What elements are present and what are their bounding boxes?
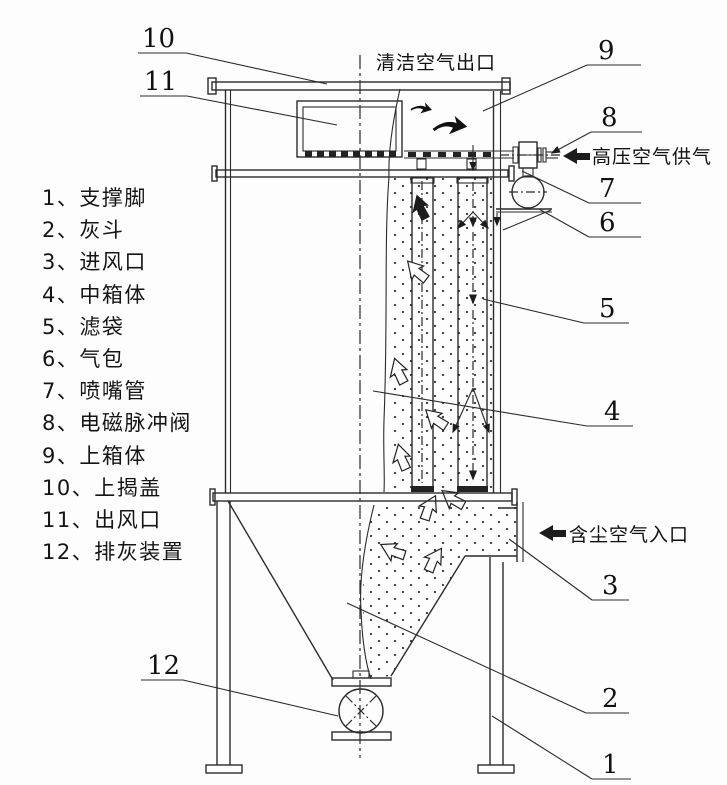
svg-text:8: 8 (601, 103, 618, 133)
support-leg-left (205, 501, 243, 774)
callout-11: 11 (140, 67, 338, 126)
legend-item: 10、上揭盖 (42, 475, 162, 500)
lower-flange-band (209, 488, 518, 506)
clean-air-outlet-label: 清洁空气出口 (376, 52, 496, 74)
top-cover (207, 77, 511, 95)
callout-2: 2 (346, 602, 629, 714)
svg-text:12: 12 (147, 651, 180, 681)
dust-section-texture (363, 178, 517, 678)
callout-9: 9 (482, 36, 641, 112)
legend-item: 6、气包 (42, 347, 125, 372)
legend-item: 2、灰斗 (42, 218, 125, 243)
legend-item: 8、电磁脉冲阀 (42, 411, 192, 436)
ash-hopper (227, 500, 466, 681)
legend-item: 9、上箱体 (42, 443, 147, 468)
legend-item: 4、中箱体 (42, 282, 147, 307)
callout-10: 10 (138, 24, 328, 85)
callout-1: 1 (491, 715, 631, 780)
svg-text:4: 4 (604, 397, 621, 427)
svg-text:7: 7 (599, 174, 616, 204)
callout-4: 4 (372, 390, 633, 427)
callout-7: 7 (521, 170, 641, 204)
filter-bag-left (410, 177, 435, 492)
svg-text:2: 2 (602, 684, 619, 714)
svg-text:5: 5 (599, 294, 616, 324)
legend-item: 5、滤袋 (42, 314, 125, 339)
high-pressure-air-arrow-icon (563, 148, 590, 164)
air-inlet-duct (465, 502, 524, 562)
air-outlet-box (296, 100, 403, 158)
svg-text:6: 6 (599, 208, 616, 238)
legend-item: 12、排灰装置 (42, 540, 185, 565)
pulse-valve (500, 141, 563, 178)
dusty-air-inlet-label: 含尘空气入口 (569, 524, 689, 546)
tube-sheet-band (211, 165, 515, 182)
nozzle-pipe (404, 150, 514, 170)
air-tank (493, 175, 552, 231)
legend-item: 7、喷嘴管 (42, 379, 147, 404)
dusty-air-inlet-arrow-icon (539, 525, 566, 541)
legend-item: 3、进风口 (42, 250, 147, 275)
svg-text:3: 3 (602, 571, 619, 601)
callout-8: 8 (550, 103, 642, 154)
section-break-line (383, 88, 401, 493)
box-walls (224, 90, 502, 493)
legend-item: 11、出风口 (42, 508, 162, 533)
filter-bag-right (456, 177, 489, 492)
clean-air-arrows (410, 99, 469, 137)
parts-legend: 1、支撑脚 2、灰斗 3、进风口 4、中箱体 5、滤袋 6、气包 7、喷嘴管 8… (42, 182, 192, 568)
pulse-air-arrows (452, 145, 490, 481)
high-pressure-air-label: 高压空气供气 (592, 146, 712, 168)
legend-item: 1、支撑脚 (42, 186, 147, 210)
callout-12: 12 (141, 651, 339, 717)
svg-text:11: 11 (144, 67, 177, 97)
callout-6: 6 (538, 208, 641, 238)
ash-discharge-valve (331, 670, 392, 741)
svg-text:9: 9 (598, 36, 615, 66)
callout-3: 3 (508, 538, 629, 601)
support-leg-right (477, 557, 515, 774)
svg-text:10: 10 (142, 24, 175, 54)
svg-text:1: 1 (602, 750, 619, 780)
callout-5: 5 (482, 294, 629, 324)
